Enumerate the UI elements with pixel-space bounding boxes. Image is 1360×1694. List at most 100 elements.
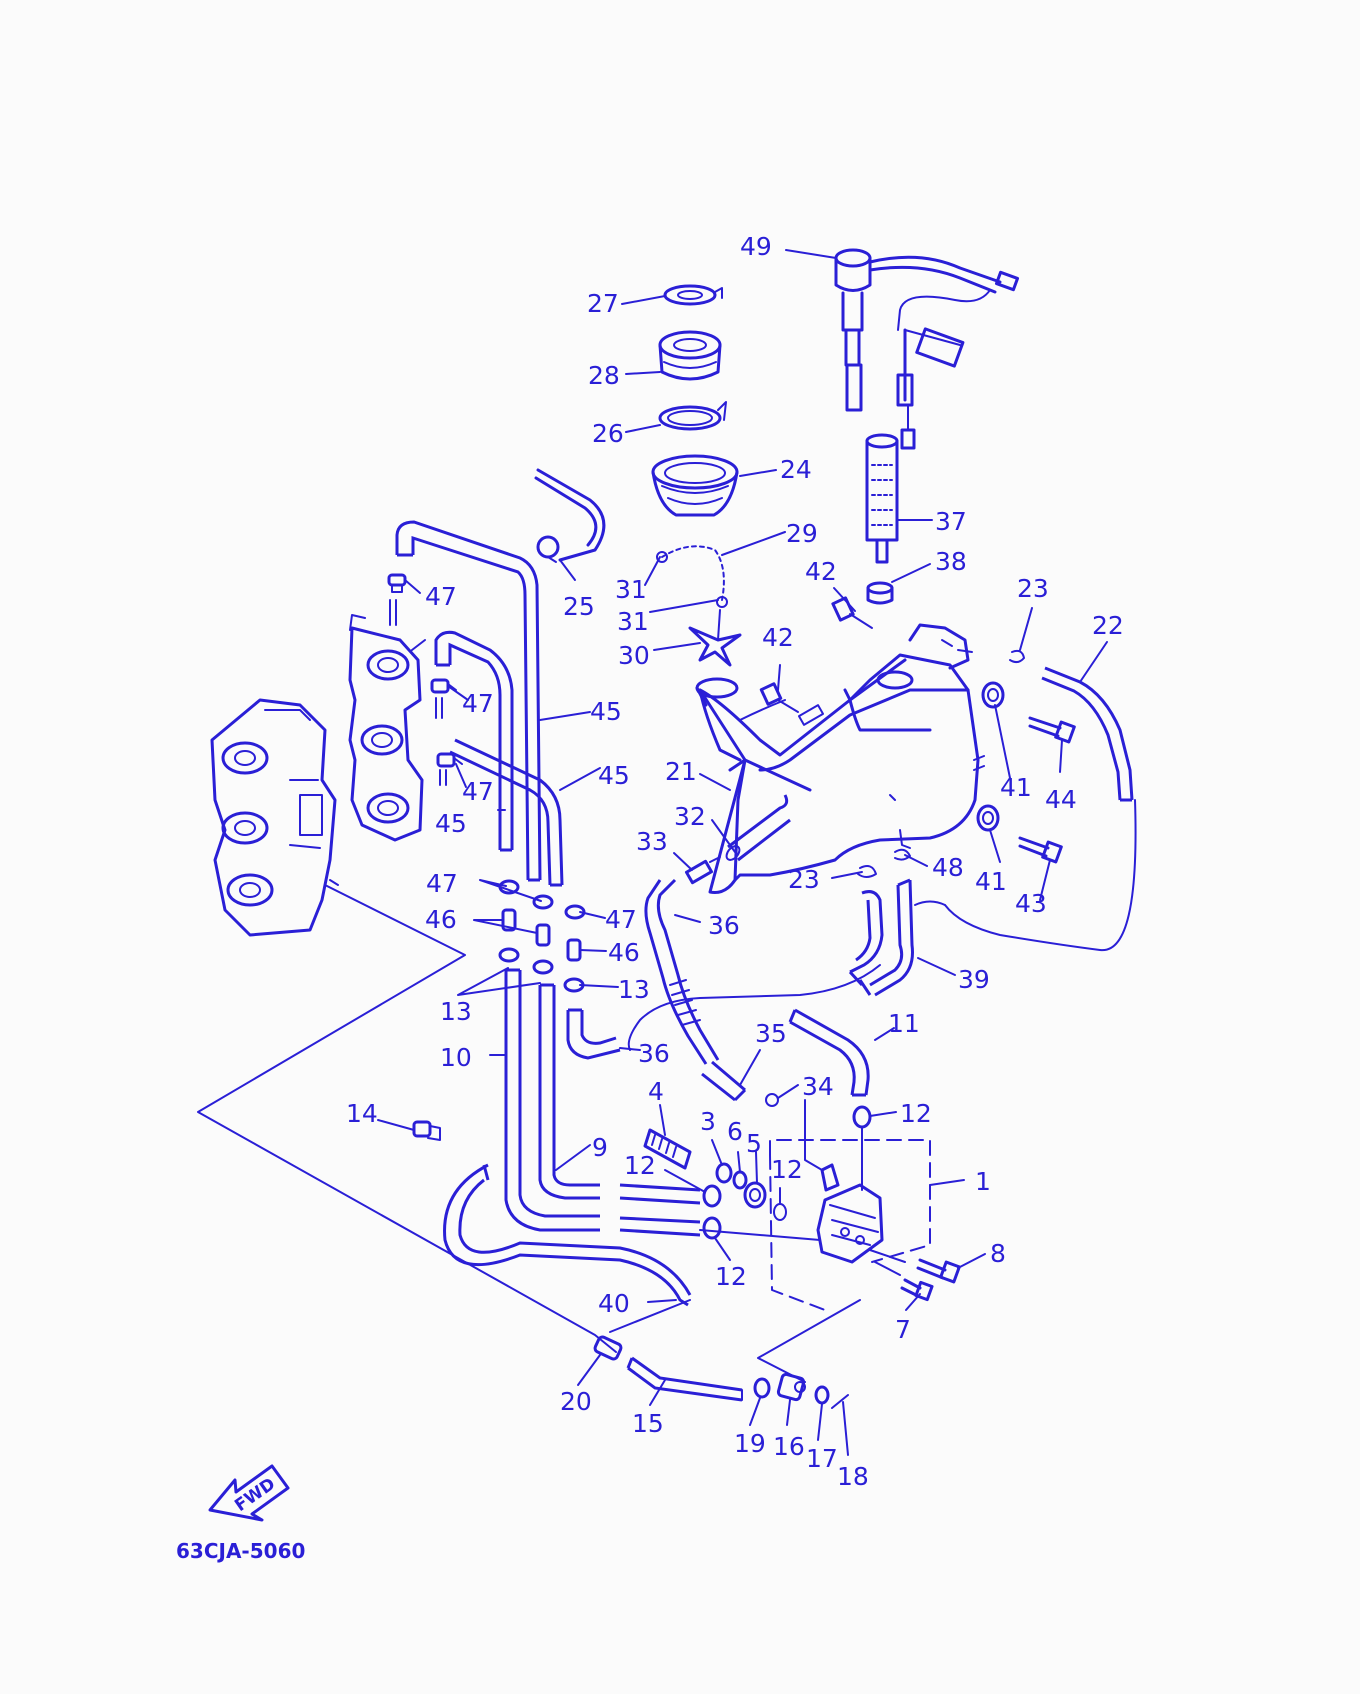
part-6-o-ring [732,1170,748,1190]
callout-14: 14 [346,1099,378,1128]
part-20-fitting [593,1335,623,1361]
callout-46-2: 46 [608,938,640,967]
part-28-filler-cap [658,330,722,381]
callout-24: 24 [780,455,812,484]
part-25-strap [534,468,606,563]
part-3-seal [715,1162,733,1184]
callout-35: 35 [755,1019,787,1048]
callout-labels: 49 27 28 26 24 37 29 25 31 31 30 42 38 2… [346,232,1124,1491]
callout-19: 19 [734,1429,766,1458]
callout-41-lower: 41 [975,867,1007,896]
part-21-oil-tank [695,623,985,894]
callout-45-1: 45 [590,697,622,726]
part-29-chain [656,545,728,608]
part-4-drive-gear [643,1128,692,1170]
callout-29: 29 [786,519,818,548]
callout-46-1: 46 [425,905,457,934]
part-47-clamps-lower-group [498,879,586,920]
part-40-hose-loop [443,1163,692,1307]
callout-42-upper: 42 [805,557,837,586]
part-8-bolt [916,1258,961,1284]
callout-36-lower: 36 [638,1039,670,1068]
callout-49: 49 [740,232,772,261]
callout-47-5: 47 [605,905,637,934]
part-49-oil-level-sensor [834,248,1020,450]
part-22-hose [1041,666,1134,802]
callout-21: 21 [665,757,697,786]
part-17-spring [814,1385,830,1405]
callout-12-lower: 12 [715,1262,747,1291]
part-36-hose-with-spring [644,878,720,1065]
part-47-clamp-upper-left [387,573,407,593]
part-42-bolt-upper [831,596,873,629]
callout-32: 32 [674,802,706,831]
callout-31-upper: 31 [615,575,647,604]
part-34-clip [765,1093,779,1107]
callout-25: 25 [563,592,595,621]
part-7-bolt [900,1278,934,1302]
part-30-cap-retainer [688,609,742,667]
part-16-union [776,1372,806,1402]
part-43-bolt [1018,836,1063,864]
part-13-clamps [498,947,585,993]
callout-17: 17 [806,1444,838,1473]
callout-43: 43 [1015,889,1047,918]
callout-12-right: 12 [900,1099,932,1128]
carburetor-assembly [210,698,339,937]
callout-16: 16 [773,1432,805,1461]
callout-18: 18 [837,1462,869,1491]
return-line-long-curve [627,799,1137,1051]
callout-8: 8 [990,1239,1006,1268]
callout-5: 5 [746,1129,762,1158]
callout-22: 22 [1092,611,1124,640]
part-47-clamp-lower-left [436,752,463,768]
callout-12-upper-left: 12 [624,1151,656,1180]
callout-38: 38 [935,547,967,576]
callout-23-upper: 23 [1017,574,1049,603]
callout-27: 27 [587,289,619,318]
part-27-gasket [663,284,723,306]
part-33-fitting [684,856,721,885]
callout-47-4: 47 [426,869,458,898]
part-39-hose [848,878,946,997]
callout-13-left: 13 [440,997,472,1026]
part-10-hose [504,968,600,1232]
callout-7: 7 [895,1315,911,1344]
part-45-hose-short [449,738,564,887]
callout-34: 34 [802,1072,834,1101]
part-24-filler-neck [651,454,739,517]
callout-23-lower: 23 [788,865,820,894]
part-23-clip-upper [1009,649,1025,664]
callout-30: 30 [618,641,650,670]
part-1-oil-pump [699,1099,931,1311]
callout-45-3: 45 [435,809,467,838]
intake-manifold-plates [348,614,426,842]
callout-12-mid: 12 [771,1155,803,1184]
callout-10: 10 [440,1043,472,1072]
part-15-pipe [626,1356,743,1402]
part-45-hose-tall [395,520,542,882]
part-19-washer [753,1377,771,1399]
callout-31-lower: 31 [617,607,649,636]
callout-48: 48 [932,853,964,882]
part-37-oil-filter [865,433,899,564]
callout-47-3: 47 [462,777,494,806]
part-12-hoses-short [619,1183,701,1237]
callout-47-1: 47 [425,582,457,611]
fwd-label: FWD [231,1474,279,1516]
part-41-grommet-lower [976,804,1000,832]
callout-26: 26 [592,419,624,448]
callout-1: 1 [975,1167,991,1196]
callout-9: 9 [592,1133,608,1162]
part-41-grommet-upper [981,681,1005,709]
callout-3: 3 [700,1107,716,1136]
callout-47-2: 47 [462,689,494,718]
callout-45-2: 45 [598,761,630,790]
callout-6: 6 [727,1117,743,1146]
callout-15: 15 [632,1409,664,1438]
part-35-hose [701,1060,747,1102]
callout-13-right: 13 [618,975,650,1004]
callout-33: 33 [636,827,668,856]
callout-42-lower: 42 [762,623,794,652]
